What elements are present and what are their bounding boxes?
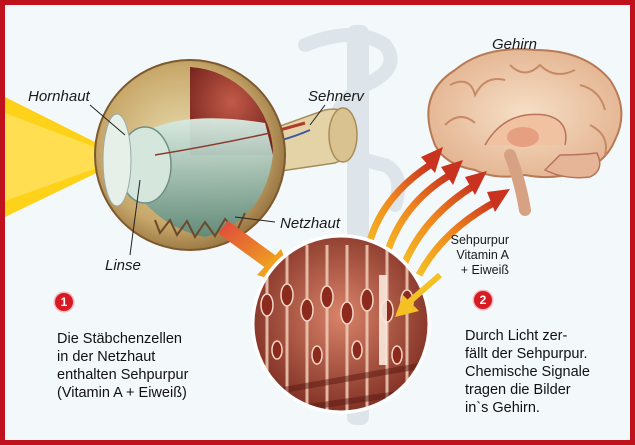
brain-label: Gehirn xyxy=(492,36,537,53)
retina-label: Netzhaut xyxy=(280,215,340,232)
step-1-description: Die Stäbchenzellen in der Netzhaut entha… xyxy=(57,330,257,402)
brain-illustration xyxy=(428,49,621,210)
lens-label: Linse xyxy=(105,257,141,274)
diagram-panel: Gehirn Hornhaut Sehnerv Netzhaut Linse S… xyxy=(5,5,630,440)
optic-nerve-label: Sehnerv xyxy=(308,88,364,105)
step-1-badge: 1 xyxy=(55,293,73,311)
eyeball xyxy=(95,60,285,250)
step-2-badge: 2 xyxy=(474,291,492,309)
cornea-label: Hornhaut xyxy=(28,88,90,105)
rhodopsin-label: Sehpurpur Vitamin A + Eiweiß xyxy=(429,233,509,278)
rod-cells-magnified xyxy=(251,234,431,425)
step-2-description: Durch Licht zer- fällt der Sehpurpur. Ch… xyxy=(465,327,625,417)
